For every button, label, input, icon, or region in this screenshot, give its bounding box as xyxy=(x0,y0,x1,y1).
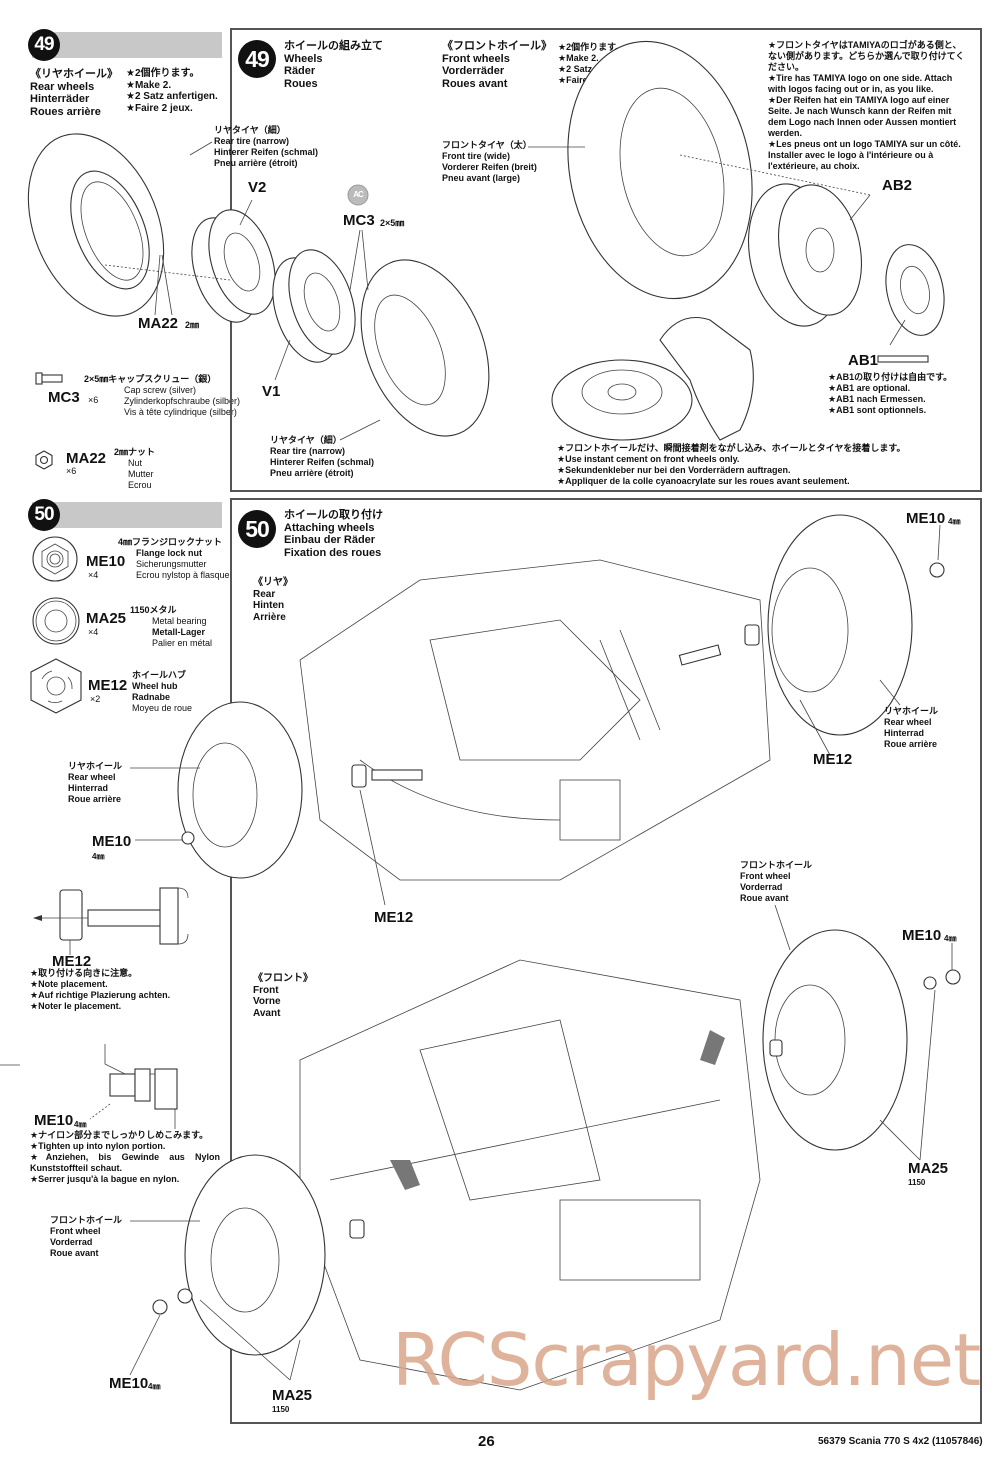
me10-tighten-diagram xyxy=(89,1044,178,1129)
wheel-ab2-drawing xyxy=(747,183,863,327)
insert-arrow-icon xyxy=(390,1160,420,1190)
front-wheel-right-drawing xyxy=(762,929,908,1151)
mc3-part-qty: ×6 xyxy=(88,395,99,405)
step49-header: ホイールの組み立て Wheels Räder Roues xyxy=(284,40,383,90)
cement-note: ★フロントホイールだけ、瞬間接着剤をながし込み、ホイールとタイヤを接着します。 … xyxy=(557,443,906,486)
front-tire-label: フロントタイヤ（太） Front tire (wide) Vorderer Re… xyxy=(442,140,537,183)
front-section-title: 《フロント》 Front Vorne Avant xyxy=(253,973,313,1019)
rear-tire-left-drawing xyxy=(27,133,165,317)
step50-number-badge: 50 xyxy=(238,510,276,548)
me10-front-left-size: 4㎜ xyxy=(148,1382,161,1391)
hex-nut-icon xyxy=(35,450,53,470)
ma22-part-desc: 2㎜ナット Nut Mutter Ecrou xyxy=(114,447,156,490)
step49-wheel-drawings xyxy=(27,40,945,441)
ab1-note: ★AB1の取り付けは自由です。 ★AB1 are optional. ★AB1 … xyxy=(828,372,953,415)
me12-part-qty: ×2 xyxy=(90,694,101,704)
me10-front-left-label: ME10 xyxy=(109,1375,149,1392)
me10-rear-right-label: ME10 xyxy=(906,510,946,527)
rear-section-title: 《リヤ》 Rear Hinten Arrière xyxy=(253,577,293,623)
ma25-part-desc: 1150メタル Metal bearing Metall-Lager Palie… xyxy=(130,605,213,648)
front-wheel-left-label: フロントホイール Front wheel Vorderrad Roue avan… xyxy=(50,1215,123,1258)
me10-part-code: ME10 xyxy=(86,553,126,570)
front-wheel-right-label: フロントホイール Front wheel Vorderrad Roue avan… xyxy=(740,860,813,903)
me10-part-qty: ×4 xyxy=(88,570,99,580)
wheel-hub-icon xyxy=(30,658,82,714)
step49-front-title: 《フロントホイール》 Front wheels Vorderräder Roue… xyxy=(442,40,552,90)
mc3-label: MC3 xyxy=(343,212,375,229)
v1-label: V1 xyxy=(262,383,281,400)
mc3-part-desc: 2×5㎜キャップスクリュー（銀） Cap screw (silver) Zyli… xyxy=(84,374,241,417)
rear-wheel-left-label: リヤホイール Rear wheel Hinterrad Roue arrière xyxy=(68,761,123,804)
tool-badge-icon xyxy=(347,184,369,206)
step50-frame xyxy=(230,498,982,1424)
me10-rear-right-size: 4㎜ xyxy=(948,517,961,526)
ma22-label: MA22 xyxy=(138,315,179,332)
watermark: RCScrapyard.net xyxy=(392,1318,981,1402)
me10-rear-left-size: 4㎜ xyxy=(92,852,105,861)
wheel-v1-drawing xyxy=(272,249,356,363)
rear-chassis-drawing xyxy=(299,559,771,881)
ab1-part-icon xyxy=(877,355,929,363)
me12-placement-diagram xyxy=(33,887,189,955)
step49-side-number-badge: 49 xyxy=(28,29,60,61)
step49-number-badge: 49 xyxy=(238,40,276,78)
ma25-front-right-label: MA25 xyxy=(908,1160,949,1177)
hand-with-cement-drawing xyxy=(659,316,754,441)
me12-part-desc: ホイールハブ Wheel hub Radnabe Moyeu de roue xyxy=(132,670,193,713)
ma22-size-label: 2㎜ xyxy=(185,320,200,330)
me10-detail-size: 4㎜ xyxy=(74,1120,87,1129)
ma25-front-left-label: MA25 xyxy=(272,1387,313,1404)
metal-bearing-icon xyxy=(32,597,80,645)
step49-side-notes: ★2個作ります。 ★Make 2. ★2 Satz anfertigen. ★F… xyxy=(126,68,218,114)
step50-side-header-bar xyxy=(32,502,222,528)
rear-tire-bottom-label: リヤタイヤ（細） Rear tire (narrow) Hinterer Rei… xyxy=(270,435,375,478)
me10-part-desc: 4㎜フランジロックナット Flange lock nut Sicherungsm… xyxy=(118,537,230,580)
ma25-part-code: MA25 xyxy=(86,610,127,627)
step50-side-number-badge: 50 xyxy=(28,499,60,531)
rear-wheel-right-label: リヤホイール Rear wheel Hinterrad Roue arrière xyxy=(884,706,939,749)
rear-tire-right-drawing xyxy=(360,259,490,437)
ma25-part-qty: ×4 xyxy=(88,627,99,637)
wheel-v2-drawing xyxy=(191,209,276,323)
me12-part-code: ME12 xyxy=(88,677,128,694)
me10-front-right-label: ME10 xyxy=(902,927,942,944)
front-tire-drawing xyxy=(567,40,753,300)
insert-arrow-icon xyxy=(700,1030,725,1065)
ma25-front-right-sub: 1150 xyxy=(908,1178,926,1187)
rear-tire-top-label: リヤタイヤ（細） Rear tire (narrow) Hinterer Rei… xyxy=(214,125,319,168)
rear-wheel-left-drawing xyxy=(177,701,303,879)
v2-label: V2 xyxy=(248,179,267,196)
me10-front-right-size: 4㎜ xyxy=(944,934,957,943)
me10-tighten-note: ★ナイロン部分までしっかりしめこみます。 ★Tighten up into ny… xyxy=(30,1130,220,1184)
ma25-front-left-sub: 1150 xyxy=(272,1405,290,1414)
cement-wheel-drawing xyxy=(551,359,693,441)
step49-side-header-bar xyxy=(32,32,222,58)
page-number: 26 xyxy=(478,1433,495,1450)
mc3-size-label: 2×5㎜ xyxy=(380,218,405,228)
ab1-label: AB1 xyxy=(848,352,879,369)
step49-side-title: 《リヤホイール》 Rear wheels Hinterräder Roues a… xyxy=(30,68,118,118)
rear-wheel-right-drawing xyxy=(767,514,913,736)
tamiya-logo-note: ★フロントタイヤはTAMIYAのロゴがある側と、ない側があります。どちらか選んで… xyxy=(768,40,965,171)
cap-screw-icon xyxy=(35,372,63,385)
ma22-part-qty: ×6 xyxy=(66,466,77,476)
me12-rear-left-label: ME12 xyxy=(374,909,414,926)
ab2-label: AB2 xyxy=(882,177,913,194)
me10-rear-left-label: ME10 xyxy=(92,833,132,850)
me10-detail-label: ME10 xyxy=(34,1112,74,1129)
step50-header: ホイールの取り付け Attaching wheels Einbau der Rä… xyxy=(284,509,383,559)
ab1-ring-drawing xyxy=(885,244,945,336)
mc3-part-code: MC3 xyxy=(48,389,80,406)
flange-lock-nut-icon xyxy=(32,536,78,582)
ma22-part-code: MA22 xyxy=(66,450,107,467)
me12-rear-right-label: ME12 xyxy=(813,751,853,768)
me12-placement-note: ★取り付ける向きに注意。 ★Note placement. ★Auf richt… xyxy=(30,968,171,1011)
product-code: 56379 Scania 770 S 4x2 (11057846) xyxy=(818,1436,983,1447)
tool-badge-label: AC xyxy=(353,190,364,199)
front-wheel-left-drawing xyxy=(184,1154,326,1356)
me12-detail-label: ME12 xyxy=(52,953,92,970)
